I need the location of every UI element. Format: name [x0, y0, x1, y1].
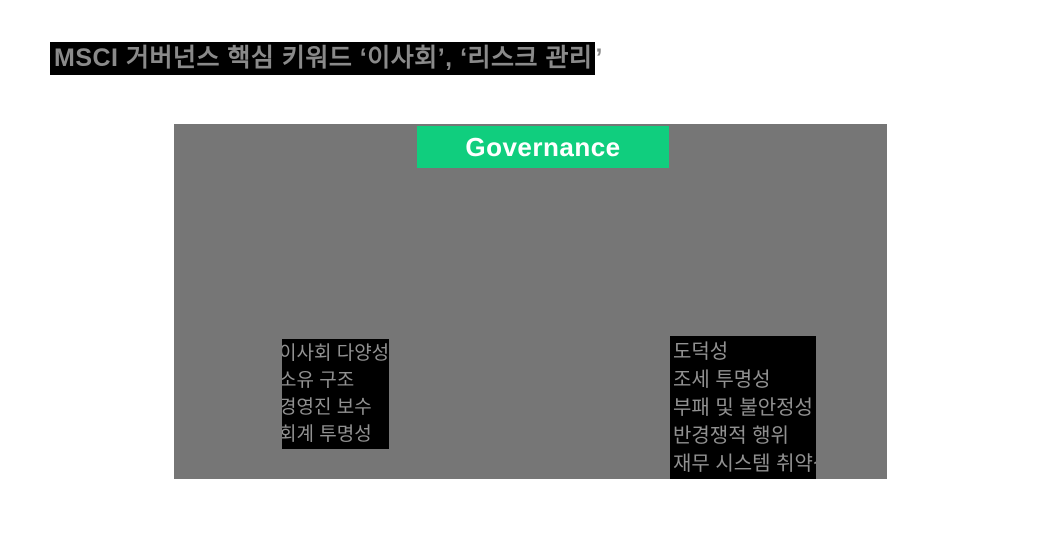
governance-panel: Governance 이사회 다양성 소유 구조 경영진 보수 회계 투명성 도…: [174, 124, 887, 479]
keyword-item: 경영진 보수: [282, 397, 372, 418]
keyword-item: 도덕성: [673, 341, 729, 363]
keyword-item: 소유 구조: [282, 370, 355, 391]
keyword-item: 반경쟁적 행위: [673, 425, 789, 447]
keyword-item: 이사회 다양성: [282, 343, 389, 364]
keyword-item: 조세 투명성: [673, 369, 771, 391]
governance-badge: Governance: [417, 126, 669, 168]
keyword-item: 회계 투명성: [282, 424, 372, 445]
title-highlighted-text: MSCI 거버넌스 핵심 키워드 ‘이사회’, ‘리스크 관리: [50, 42, 596, 75]
page-title: MSCI 거버넌스 핵심 키워드 ‘이사회’, ‘리스크 관리’: [50, 42, 603, 75]
keyword-item: 재무 시스템 취약성: [673, 453, 816, 475]
keyword-item: 부패 및 불안정성: [673, 397, 813, 419]
title-closing-quote: ’: [595, 44, 603, 72]
keyword-box-left: 이사회 다양성 소유 구조 경영진 보수 회계 투명성: [282, 339, 389, 449]
keyword-box-right: 도덕성 조세 투명성 부패 및 불안정성 반경쟁적 행위 재무 시스템 취약성: [670, 336, 816, 479]
